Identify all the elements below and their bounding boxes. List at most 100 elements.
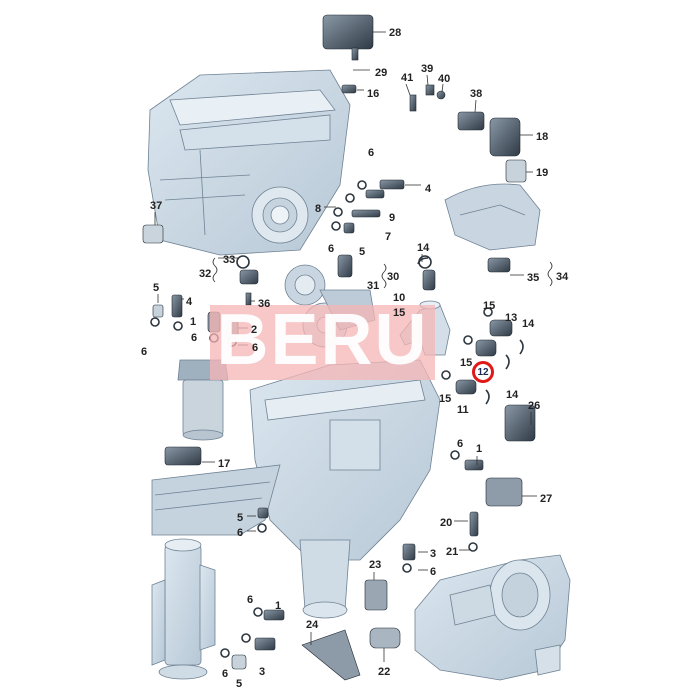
part-callout-6[interactable]: 6 [191, 332, 198, 344]
filter-19 [505, 159, 527, 183]
part-callout-15[interactable]: 15 [439, 393, 452, 405]
part-callout-18[interactable]: 18 [536, 131, 549, 143]
gearbox-illustration [414, 554, 571, 681]
part-callout-1[interactable]: 1 [275, 600, 282, 612]
bolt-29 [351, 47, 359, 61]
sensor-26 [504, 404, 536, 442]
sensor-1c [263, 609, 285, 621]
part-callout-14[interactable]: 14 [522, 318, 535, 330]
part-callout-10[interactable]: 10 [393, 292, 406, 304]
part-callout-4[interactable]: 4 [425, 183, 432, 195]
control-unit-28 [322, 14, 374, 50]
part-callout-13[interactable]: 13 [505, 312, 518, 324]
part-callout-26[interactable]: 26 [528, 400, 541, 412]
sensor-31 [337, 254, 353, 278]
part-callout-3[interactable]: 3 [259, 666, 266, 678]
sensor-9 [365, 189, 385, 199]
heat-shield-illustration [151, 464, 281, 536]
part-callout-37[interactable]: 37 [150, 200, 163, 212]
sensor-3b [254, 637, 276, 651]
part-callout-41[interactable]: 41 [401, 72, 414, 84]
part-callout-5[interactable]: 5 [153, 282, 160, 294]
upper-engine-illustration [147, 69, 351, 256]
part-callout-15[interactable]: 15 [483, 300, 496, 312]
sensor-13 [489, 319, 513, 337]
highlighted-part-marker[interactable]: 12 [472, 361, 494, 383]
part-callout-1[interactable]: 1 [476, 443, 483, 455]
part-callout-40[interactable]: 40 [438, 73, 451, 85]
part-callout-5[interactable]: 5 [237, 512, 244, 524]
part-callout-6[interactable]: 6 [430, 566, 437, 578]
part-callout-6[interactable]: 6 [141, 346, 148, 358]
highlighted-part-label: 12 [477, 366, 489, 378]
part-callout-24[interactable]: 24 [306, 619, 319, 631]
part-callout-7[interactable]: 7 [385, 231, 392, 243]
part-callout-6[interactable]: 6 [252, 342, 259, 354]
part-callout-6[interactable]: 6 [457, 438, 464, 450]
sensor-16 [341, 84, 357, 94]
part-callout-39[interactable]: 39 [421, 63, 434, 75]
sensor-4b [171, 294, 183, 318]
part-callout-23[interactable]: 23 [369, 559, 382, 571]
part-callout-6[interactable]: 6 [247, 594, 254, 606]
sensor-1b [464, 459, 484, 471]
part-32 [239, 269, 259, 285]
sensor-10 [422, 269, 436, 291]
part-callout-19[interactable]: 19 [536, 167, 549, 179]
part-callout-34[interactable]: 34 [556, 271, 569, 283]
valve-37 [142, 224, 164, 244]
retaining-clips [417, 257, 524, 405]
valve-18 [489, 117, 521, 157]
part-callout-36[interactable]: 36 [258, 298, 271, 310]
part-callout-1[interactable]: 1 [190, 316, 197, 328]
watermark-banner [210, 305, 435, 380]
canister-illustration [177, 359, 229, 441]
part-callout-5[interactable]: 5 [236, 678, 243, 690]
part-callout-21[interactable]: 21 [446, 546, 459, 558]
lower-engine-illustration [249, 359, 441, 619]
part-callout-9[interactable]: 9 [389, 212, 396, 224]
part-callout-27[interactable]: 27 [540, 493, 553, 505]
part-callout-14[interactable]: 14 [417, 242, 430, 254]
part-callout-4[interactable]: 4 [186, 296, 193, 308]
part-callout-31[interactable]: 31 [367, 280, 380, 292]
part-callout-6[interactable]: 6 [328, 243, 335, 255]
part-callout-38[interactable]: 38 [470, 88, 483, 100]
part-callout-28[interactable]: 28 [389, 27, 402, 39]
sensor-41 [409, 94, 417, 112]
part-callout-15[interactable]: 15 [460, 357, 473, 369]
sensor-11 [455, 379, 477, 395]
connector-17 [164, 446, 202, 466]
part-callout-2[interactable]: 2 [251, 324, 258, 336]
sensor-parts [142, 14, 536, 681]
part-callout-33[interactable]: 33 [223, 254, 236, 266]
part-callout-3[interactable]: 3 [430, 548, 437, 560]
part-callout-6[interactable]: 6 [237, 527, 244, 539]
sensor-20 [469, 511, 479, 537]
part-callout-8[interactable]: 8 [315, 203, 322, 215]
part-callout-17[interactable]: 17 [218, 458, 231, 470]
part-callout-6[interactable]: 6 [222, 668, 229, 680]
part-callout-29[interactable]: 29 [375, 67, 388, 79]
part-callout-16[interactable]: 16 [367, 88, 380, 100]
watermark-text: BERU [216, 300, 429, 380]
plug-5c [257, 507, 269, 519]
part-callout-22[interactable]: 22 [378, 666, 391, 678]
bracket-23 [364, 579, 388, 611]
switch-22 [369, 627, 401, 649]
part-callout-35[interactable]: 35 [527, 272, 540, 284]
filter-housing-illustration [151, 538, 216, 680]
plug-5d [231, 654, 247, 670]
washer-40 [436, 90, 446, 100]
part-callout-14[interactable]: 14 [506, 389, 519, 401]
plug-5 [343, 222, 355, 234]
part-callout-20[interactable]: 20 [440, 517, 453, 529]
part-callout-30[interactable]: 30 [387, 271, 400, 283]
part-callout-5[interactable]: 5 [359, 246, 366, 258]
part-callout-32[interactable]: 32 [199, 268, 212, 280]
part-callout-11[interactable]: 11 [457, 404, 469, 416]
part-callout-6[interactable]: 6 [368, 147, 375, 159]
module-38 [457, 111, 485, 131]
part-callout-15[interactable]: 15 [393, 307, 406, 319]
